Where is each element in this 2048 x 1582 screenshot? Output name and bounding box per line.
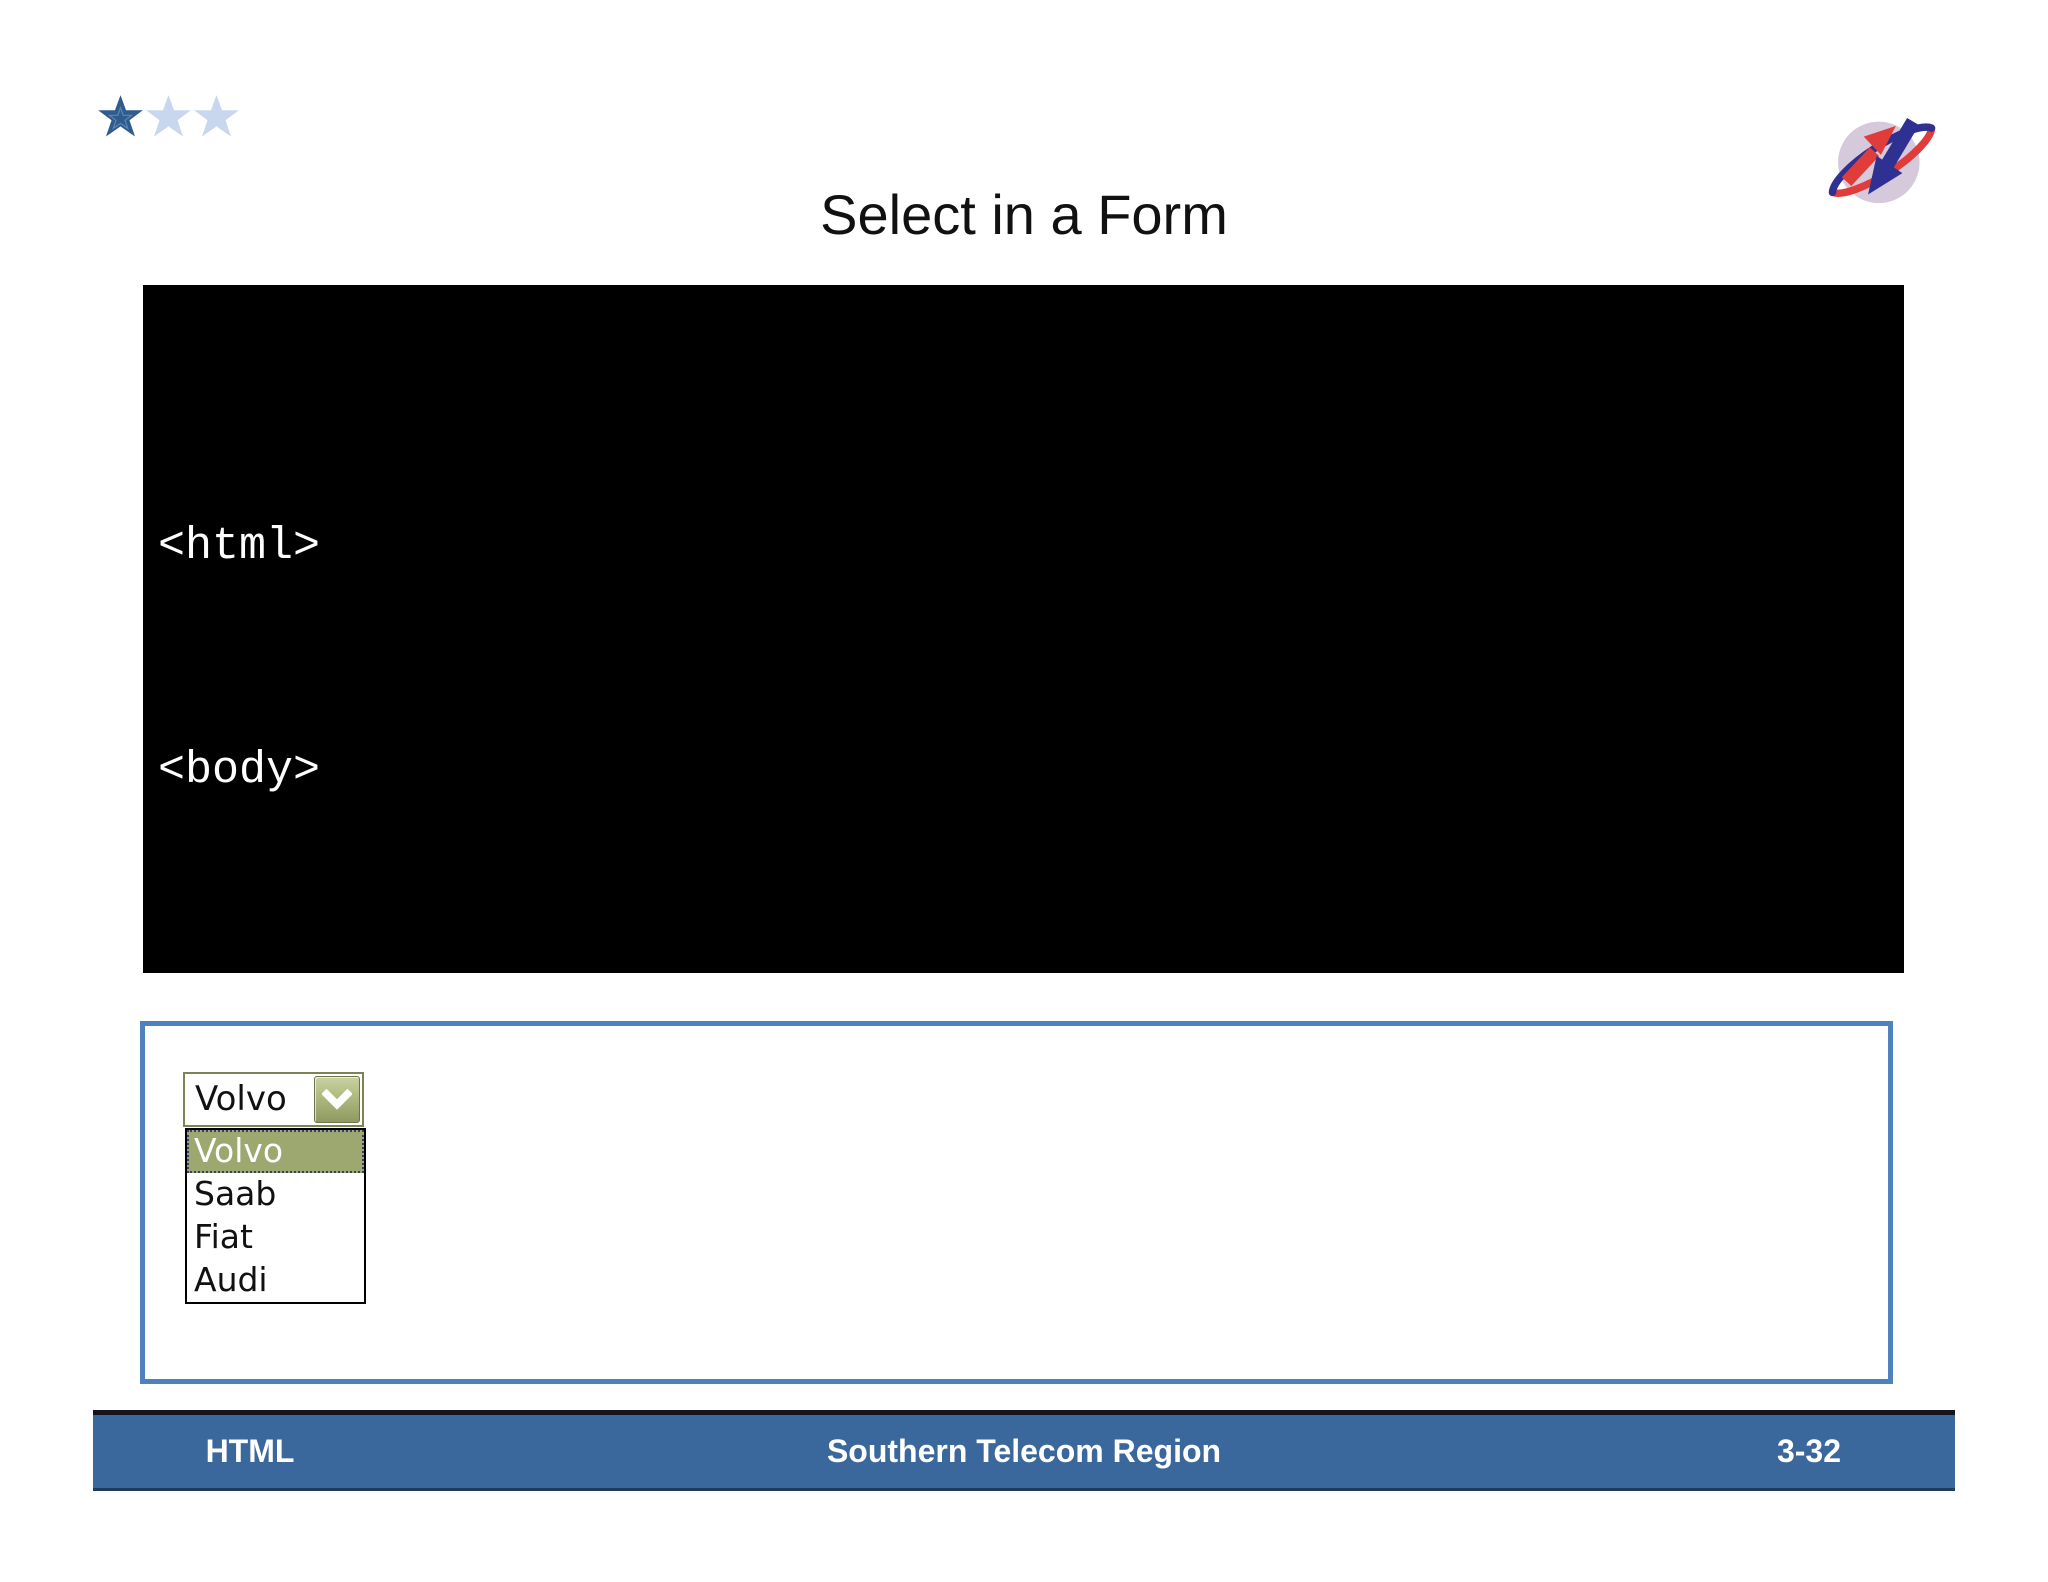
footer-page-number: 3-32 [1776, 1433, 1842, 1469]
code-block: <html> <body> <form action=""> <select n… [143, 285, 1904, 973]
difficulty-stars [97, 94, 240, 141]
result-panel: Volvo Volvo Saab Fiat Audi [140, 1021, 1893, 1384]
select-value: Volvo [195, 1079, 287, 1119]
footer-center: Southern Telecom Region [826, 1433, 1222, 1469]
option-row[interactable]: Saab [194, 1174, 277, 1213]
chevron-down-icon [322, 1088, 352, 1110]
footer-bar: HTML Southern Telecom Region 3-32 [93, 1410, 1955, 1491]
star-icon [146, 95, 191, 137]
star-icon [98, 95, 143, 137]
cars-select[interactable]: Volvo [183, 1072, 364, 1127]
select-dropdown-list: Volvo Saab Fiat Audi [185, 1128, 366, 1304]
code-line: <body> [158, 745, 321, 796]
code-line: <html> [158, 521, 321, 572]
option-row[interactable]: Fiat [194, 1217, 253, 1256]
bsnl-logo [1828, 118, 1936, 204]
star-icon [194, 95, 239, 137]
code-line: <form action=""> [158, 967, 1894, 973]
page-title: Select in a Form [820, 183, 1228, 246]
select-dropdown-button[interactable] [314, 1076, 360, 1123]
option-row[interactable]: Volvo [187, 1130, 364, 1173]
footer-left: HTML [205, 1433, 295, 1469]
option-row[interactable]: Audi [194, 1260, 268, 1299]
